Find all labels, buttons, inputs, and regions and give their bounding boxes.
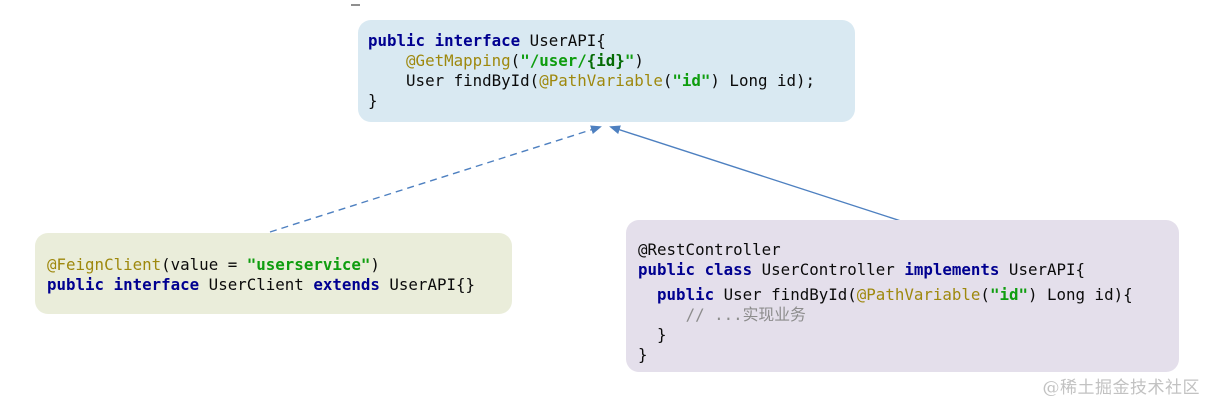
- code-line: public User findById(@PathVariable("id")…: [638, 285, 1179, 305]
- code-line: public interface UserClient extends User…: [47, 275, 512, 295]
- code-token: (: [510, 51, 521, 70]
- code-token: {id}: [586, 51, 625, 70]
- code-token: UserClient: [199, 275, 314, 294]
- code-token: ): [634, 51, 644, 70]
- code-line: public class UserController implements U…: [638, 260, 1179, 280]
- code-token: ": [624, 51, 635, 70]
- code-line: @RestController: [638, 240, 1179, 260]
- code-token: "userservice": [246, 255, 371, 274]
- code-token: "id": [989, 285, 1028, 304]
- code-token: (: [662, 71, 673, 90]
- feign-client-code-box: @FeignClient(value = "userservice")publi…: [35, 233, 512, 314]
- code-token: // ...实现业务: [685, 305, 806, 324]
- watermark: @稀土掘金技术社区: [1042, 378, 1200, 398]
- extends-arrow-dashed: [269, 125, 602, 233]
- code-token: }: [638, 345, 648, 364]
- code-line: }: [368, 91, 855, 111]
- code-line: }: [638, 325, 1179, 345]
- code-token: (: [980, 285, 990, 304]
- code-token: public: [657, 285, 715, 304]
- code-token: ): [370, 255, 380, 274]
- code-token: [638, 285, 657, 304]
- code-line: @FeignClient(value = "userservice"): [47, 255, 512, 275]
- code-token: [368, 51, 406, 70]
- code-token: User findById(: [368, 71, 540, 90]
- code-token: @FeignClient: [47, 255, 162, 274]
- code-token: @GetMapping: [406, 51, 511, 70]
- user-api-code-box: public interface UserAPI{ @GetMapping("/…: [358, 20, 855, 122]
- code-token: ) Long id){: [1027, 285, 1133, 304]
- code-token: extends: [313, 275, 380, 294]
- code-token: [638, 305, 686, 324]
- code-line: User findById(@PathVariable("id") Long i…: [368, 71, 855, 91]
- code-token: UserAPI{: [520, 31, 606, 50]
- code-token: public interface: [47, 275, 200, 294]
- code-line: public interface UserAPI{: [368, 31, 855, 51]
- code-line: }: [638, 345, 1179, 365]
- code-token: User findById(: [714, 285, 857, 304]
- implements-arrow-solid: [609, 125, 902, 222]
- code-token: "/user/: [520, 51, 587, 70]
- code-token: UserAPI{: [999, 260, 1086, 279]
- code-token: @PathVariable: [856, 285, 981, 304]
- code-token: implements: [904, 260, 1000, 279]
- code-token: (value =: [161, 255, 247, 274]
- code-token: ) Long id);: [710, 71, 816, 90]
- code-line: // ...实现业务: [638, 305, 1179, 325]
- code-token: @PathVariable: [539, 71, 663, 90]
- small-dash-mark: [351, 4, 360, 6]
- code-line: @GetMapping("/user/{id}"): [368, 51, 855, 71]
- code-token: public interface: [368, 31, 521, 50]
- code-token: UserController: [752, 260, 905, 279]
- code-token: }: [638, 325, 667, 344]
- code-token: UserAPI{}: [379, 275, 475, 294]
- code-token: @RestController: [638, 240, 781, 259]
- code-token: public class: [638, 260, 753, 279]
- code-token: "id": [672, 71, 711, 90]
- code-token: }: [368, 91, 378, 110]
